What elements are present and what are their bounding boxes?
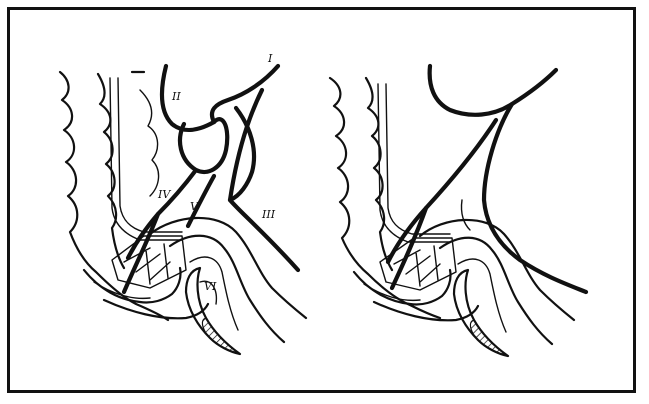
right-colon-outer-wall [330,78,440,318]
right-vessel-top-curve [430,66,556,115]
label-V: V [190,200,199,213]
left-rectum-outer [150,218,306,318]
label-IV: IV [157,188,171,201]
right-inner-vessel [461,200,470,230]
left-lumen-line [140,90,159,196]
left-vessel-IV [128,170,196,258]
left-pelvic-floor-inner [94,282,150,298]
right-panel [330,66,586,356]
left-vessel-II [162,66,214,130]
label-III: III [261,208,276,221]
label-VI: VI [204,280,217,293]
right-tube-line-1 [378,84,450,242]
right-rectum-inner [440,238,552,344]
left-panel: I II III IV V VI [60,52,306,354]
label-I: I [267,52,273,65]
left-vessel-I [212,66,278,122]
label-II: II [171,90,181,103]
right-tube-line-2 [386,84,450,234]
right-vessel-main [484,104,586,292]
